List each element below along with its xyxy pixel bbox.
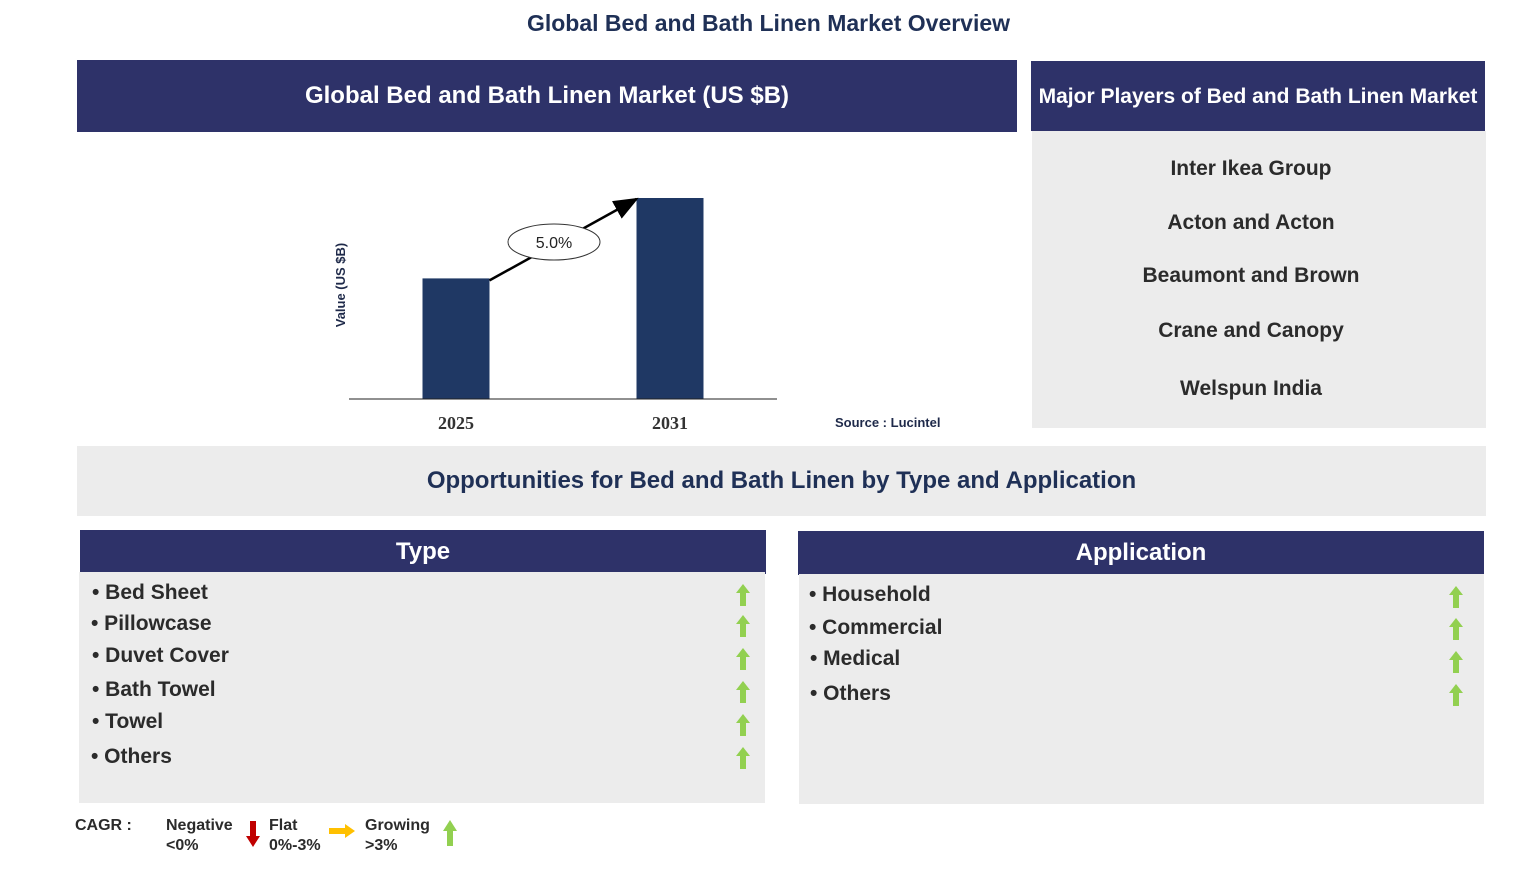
type-panel-title: Type [395,538,451,565]
type-list: • Bed Sheet • Pillowcase • Duvet Cover •… [79,572,765,803]
growing-arrow-icon [736,714,750,736]
negative-arrow-icon [246,821,260,847]
growing-arrow-icon [1449,684,1463,706]
type-item: • Bed Sheet [92,581,208,604]
cagr-bubble [507,223,601,261]
legend-growing: Growing >3% [365,816,430,856]
flat-arrow-icon [329,824,355,838]
legend-negative-label: Negative [166,817,233,834]
legend-flat-range: 0%-3% [269,837,321,854]
source-label: Source : Lucintel [835,415,941,430]
legend-flat: Flat 0%-3% [269,816,321,856]
application-panel-header: Application [798,531,1484,575]
growing-arrow-icon [736,648,750,670]
y-axis-label: Value (US $B) [333,243,348,328]
legend-negative-range: <0% [166,837,199,854]
application-item: • Medical [810,647,901,670]
type-panel-header: Type [80,530,766,574]
x-tick-label: 2025 [438,413,474,433]
growing-arrow-icon [736,584,750,606]
market-panel-title: Global Bed and Bath Linen Market (US $B) [304,82,790,109]
type-item: • Others [91,745,172,768]
players-panel-title: Major Players of Bed and Bath Linen Mark… [1038,84,1478,108]
type-item: • Pillowcase [91,612,212,635]
bars-group [422,198,704,399]
player-item: Inter Ikea Group [1170,157,1332,180]
type-item: • Towel [92,710,164,733]
page-title: Global Bed and Bath Linen Market Overvie… [526,10,1011,36]
legend-negative: Negative <0% [166,816,233,856]
application-item: • Household [809,583,931,606]
growing-arrow-icon [1449,651,1463,673]
x-tick-labels: 2025 2031 [438,413,688,433]
type-item: • Duvet Cover [92,644,229,667]
players-panel-header: Major Players of Bed and Bath Linen Mark… [1031,61,1485,131]
application-item: • Others [810,682,891,705]
x-tick-label: 2031 [652,413,688,433]
growing-arrow-icon [736,615,750,637]
player-item: Crane and Canopy [1158,319,1344,342]
bar-2025 [422,278,490,399]
player-item: Welspun India [1180,377,1322,400]
market-panel-header: Global Bed and Bath Linen Market (US $B) [77,60,1017,132]
legend-flat-label: Flat [269,817,298,834]
bar-2031 [636,198,704,399]
legend-growing-label: Growing [365,817,430,834]
growing-arrow-icon [1449,586,1463,608]
player-item: Beaumont and Brown [1142,264,1360,287]
opportunities-banner: Opportunities for Bed and Bath Linen by … [77,446,1486,516]
legend-cagr-label: CAGR : [75,817,132,834]
players-list: Inter Ikea Group Acton and Acton Beaumon… [1032,131,1486,428]
growing-arrow-icon [736,681,750,703]
growing-arrow-icon [736,747,750,769]
player-item: Acton and Acton [1167,211,1335,234]
opportunities-title: Opportunities for Bed and Bath Linen by … [426,467,1137,494]
application-panel-title: Application [1075,539,1207,566]
market-bar-chart: Value (US $B) 2025 2031 5.0% [333,197,777,433]
cagr-label: 5.0% [536,235,572,252]
application-item: • Commercial [809,616,943,639]
application-list: • Household • Commercial • Medical • Oth… [799,574,1484,804]
growing-arrow-icon [443,820,457,846]
growing-arrow-icon [1449,618,1463,640]
type-item: • Bath Towel [92,678,216,701]
legend-growing-range: >3% [365,837,398,854]
